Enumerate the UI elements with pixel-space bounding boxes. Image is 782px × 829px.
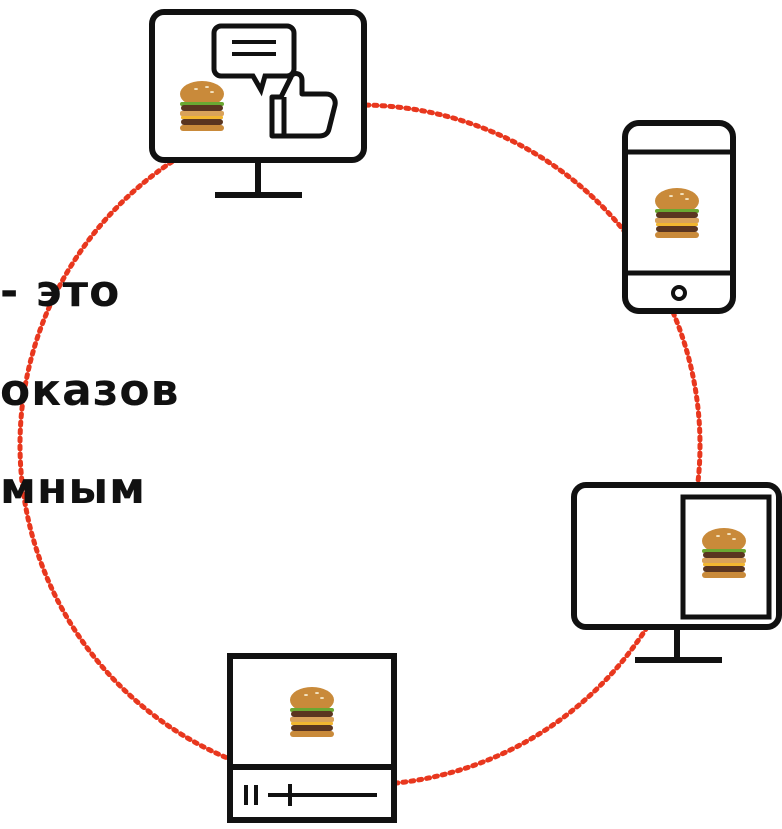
- desktop-monitor-with-comment-and-like-icon: [149, 9, 367, 198]
- comment-icon: [211, 23, 297, 97]
- text-line-3: мным: [0, 463, 147, 514]
- pause-icon: [244, 785, 258, 805]
- smartphone-icon: [622, 120, 736, 314]
- progress-bar: [268, 784, 377, 806]
- thumbs-up-icon: [269, 71, 338, 139]
- desktop-monitor-with-side-banner-icon: [571, 482, 782, 663]
- text-line-2: оказов: [0, 365, 180, 416]
- video-player-icon: [227, 653, 397, 823]
- text-line-1: - это: [0, 266, 121, 317]
